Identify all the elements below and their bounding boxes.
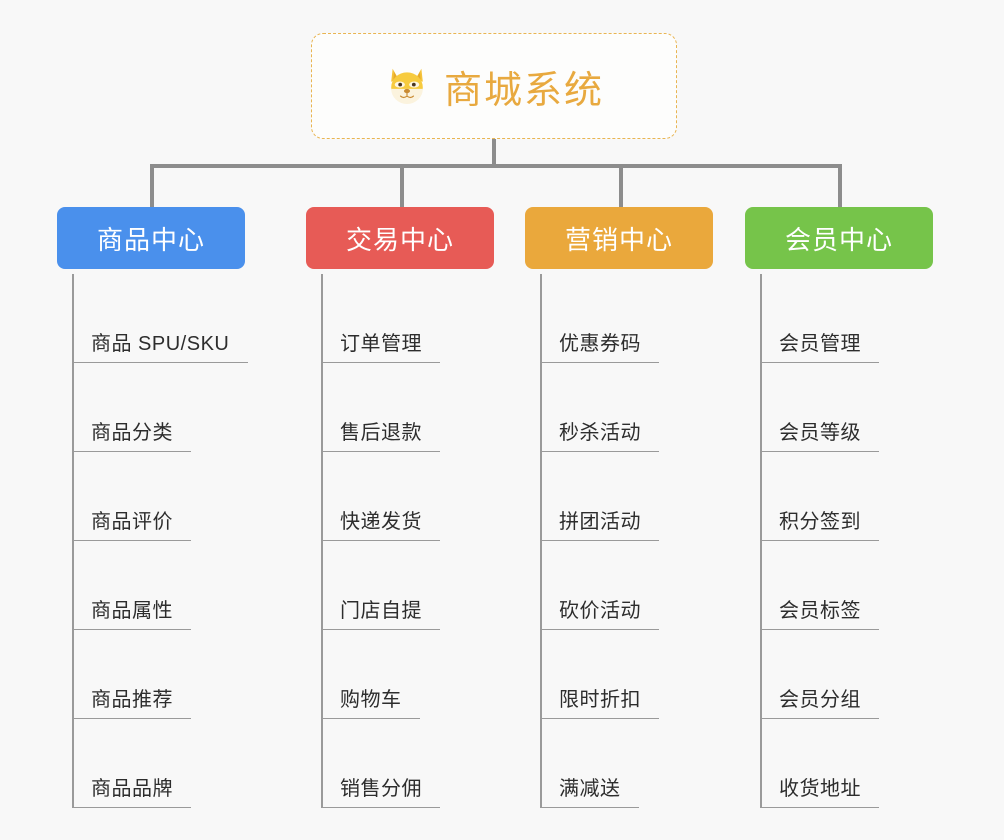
list-item-label: 优惠券码	[559, 333, 641, 355]
connector-drop-1	[150, 164, 154, 207]
root-title: 商城系统	[443, 69, 604, 112]
root-node[interactable]: 商城系统	[311, 33, 677, 139]
connector-drop-2	[400, 164, 404, 207]
list-item[interactable]: 积分签到	[761, 452, 879, 541]
category-header-4[interactable]: 会员中心	[745, 207, 933, 269]
list-item-label: 快递发货	[340, 511, 422, 533]
list-item-label: 商品推荐	[91, 689, 173, 711]
list-item-label: 订单管理	[340, 333, 422, 355]
category-items-1: 商品 SPU/SKU 商品分类 商品评价 商品属性 商品推荐 商品品牌	[57, 274, 248, 808]
list-item-label: 会员分组	[779, 689, 861, 711]
list-item-label: 会员标签	[779, 600, 861, 622]
list-item[interactable]: 会员管理	[761, 274, 879, 363]
list-item-label: 销售分佣	[340, 778, 422, 800]
list-item[interactable]: 商品推荐	[73, 630, 191, 719]
connector-horizontal-bus	[150, 164, 840, 168]
list-item-label: 拼团活动	[559, 511, 641, 533]
list-item-label: 收货地址	[779, 778, 861, 800]
items-stem-1	[72, 274, 74, 808]
category-items-3: 优惠券码 秒杀活动 拼团活动 砍价活动 限时折扣 满减送	[525, 274, 713, 808]
list-item-label: 售后退款	[340, 422, 422, 444]
list-item-label: 会员等级	[779, 422, 861, 444]
category-label-3: 营销中心	[564, 224, 673, 255]
list-item[interactable]: 优惠券码	[541, 274, 659, 363]
list-item[interactable]: 商品属性	[73, 541, 191, 630]
list-item[interactable]: 砍价活动	[541, 541, 659, 630]
list-item[interactable]: 会员分组	[761, 630, 879, 719]
list-item[interactable]: 订单管理	[322, 274, 440, 363]
connector-root-stem	[492, 139, 496, 167]
list-item-label: 秒杀活动	[559, 422, 641, 444]
category-label-2: 交易中心	[345, 224, 454, 255]
list-item[interactable]: 秒杀活动	[541, 363, 659, 452]
list-item[interactable]: 商品评价	[73, 452, 191, 541]
category-column-2: 交易中心 订单管理 售后退款 快递发货 门店自提 购物车 销售分佣	[306, 207, 494, 808]
list-item[interactable]: 拼团活动	[541, 452, 659, 541]
list-item-label: 砍价活动	[559, 600, 641, 622]
items-stem-4	[760, 274, 762, 808]
list-item-label: 商品分类	[91, 422, 173, 444]
list-item-label: 购物车	[340, 689, 402, 711]
list-item[interactable]: 满减送	[541, 719, 639, 808]
category-header-1[interactable]: 商品中心	[57, 207, 245, 269]
list-item-label: 门店自提	[340, 600, 422, 622]
list-item-label: 积分签到	[779, 511, 861, 533]
list-item-label: 商品品牌	[91, 778, 173, 800]
list-item[interactable]: 门店自提	[322, 541, 440, 630]
list-item[interactable]: 售后退款	[322, 363, 440, 452]
list-item[interactable]: 快递发货	[322, 452, 440, 541]
list-item[interactable]: 会员等级	[761, 363, 879, 452]
list-item-label: 会员管理	[779, 333, 861, 355]
connector-drop-3	[619, 164, 623, 207]
category-items-4: 会员管理 会员等级 积分签到 会员标签 会员分组 收货地址	[745, 274, 933, 808]
list-item[interactable]: 会员标签	[761, 541, 879, 630]
items-stem-2	[321, 274, 323, 808]
category-column-1: 商品中心 商品 SPU/SKU 商品分类 商品评价 商品属性 商品推荐 商品品牌	[57, 207, 248, 808]
list-item[interactable]: 商品分类	[73, 363, 191, 452]
category-label-1: 商品中心	[96, 224, 205, 255]
list-item[interactable]: 限时折扣	[541, 630, 659, 719]
list-item[interactable]: 收货地址	[761, 719, 879, 808]
category-header-3[interactable]: 营销中心	[525, 207, 713, 269]
list-item-label: 商品属性	[91, 600, 173, 622]
list-item-label: 商品评价	[91, 511, 173, 533]
category-column-4: 会员中心 会员管理 会员等级 积分签到 会员标签 会员分组 收货地址	[745, 207, 933, 808]
category-items-2: 订单管理 售后退款 快递发货 门店自提 购物车 销售分佣	[306, 274, 494, 808]
category-column-3: 营销中心 优惠券码 秒杀活动 拼团活动 砍价活动 限时折扣 满减送	[525, 207, 713, 808]
connector-drop-4	[838, 164, 842, 207]
list-item-label: 限时折扣	[559, 689, 641, 711]
list-item[interactable]: 销售分佣	[322, 719, 440, 808]
category-header-2[interactable]: 交易中心	[306, 207, 494, 269]
list-item[interactable]: 购物车	[322, 630, 420, 719]
list-item-label: 满减送	[559, 778, 621, 800]
category-label-4: 会员中心	[784, 224, 893, 255]
shiba-dog-face-icon	[384, 63, 430, 109]
list-item[interactable]: 商品 SPU/SKU	[73, 274, 248, 363]
items-stem-3	[540, 274, 542, 808]
list-item[interactable]: 商品品牌	[73, 719, 191, 808]
list-item-label: 商品 SPU/SKU	[91, 333, 230, 355]
